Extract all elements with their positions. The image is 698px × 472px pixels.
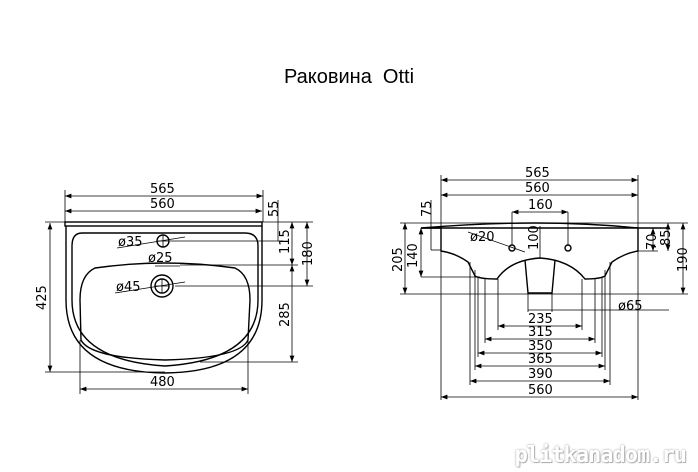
dim-285: 285 (278, 302, 293, 327)
dim-390: 390 (528, 367, 553, 382)
front-dim-565: 565 (525, 166, 550, 181)
front-dim-560: 560 (525, 181, 550, 196)
dim-70: 70 (645, 233, 660, 250)
dim-205: 205 (391, 247, 406, 272)
dim-365: 365 (528, 352, 553, 367)
dim-hole-dia: ø20 (470, 230, 495, 245)
dim-160: 160 (528, 198, 553, 213)
drain-outlet (524, 259, 556, 294)
dim-180: 180 (301, 241, 316, 266)
dim-190: 190 (676, 247, 691, 272)
dim-115: 115 (278, 229, 293, 254)
dim-480: 480 (150, 375, 175, 390)
dim-outlet-dia: ø65 (618, 299, 643, 314)
dim-235: 235 (528, 312, 553, 327)
front-view: 565 560 160 ø20 ø65 75 140 205 100 70 85… (391, 166, 691, 400)
dim-560: 560 (150, 197, 175, 212)
sink-outline (65, 226, 263, 374)
drawing-title: Раковина Otti (283, 66, 415, 88)
top-view: 565 560 480 ø35 ø25 ø45 425 55 115 180 2… (35, 182, 316, 394)
dim-drain-dia: ø45 (116, 280, 141, 295)
dim-315: 315 (528, 325, 553, 340)
dim-560-bottom: 560 (528, 383, 553, 398)
watermark: plitkanadom.ru (514, 443, 687, 468)
bowl-outline (79, 262, 251, 361)
dim-100: 100 (527, 225, 542, 250)
drain-hole (150, 274, 174, 298)
rim-outline (71, 232, 259, 367)
dim-75: 75 (420, 200, 435, 217)
bottom-dimension-lines (441, 262, 638, 400)
dim-85: 85 (659, 229, 674, 246)
dim-565: 565 (150, 182, 175, 197)
dim-140: 140 (406, 243, 421, 268)
dim-tap-dia: ø35 (118, 235, 143, 250)
dim-425: 425 (35, 285, 50, 310)
dim-overflow-dia: ø25 (148, 251, 173, 266)
dim-350: 350 (528, 339, 553, 354)
dim-55: 55 (267, 200, 282, 217)
